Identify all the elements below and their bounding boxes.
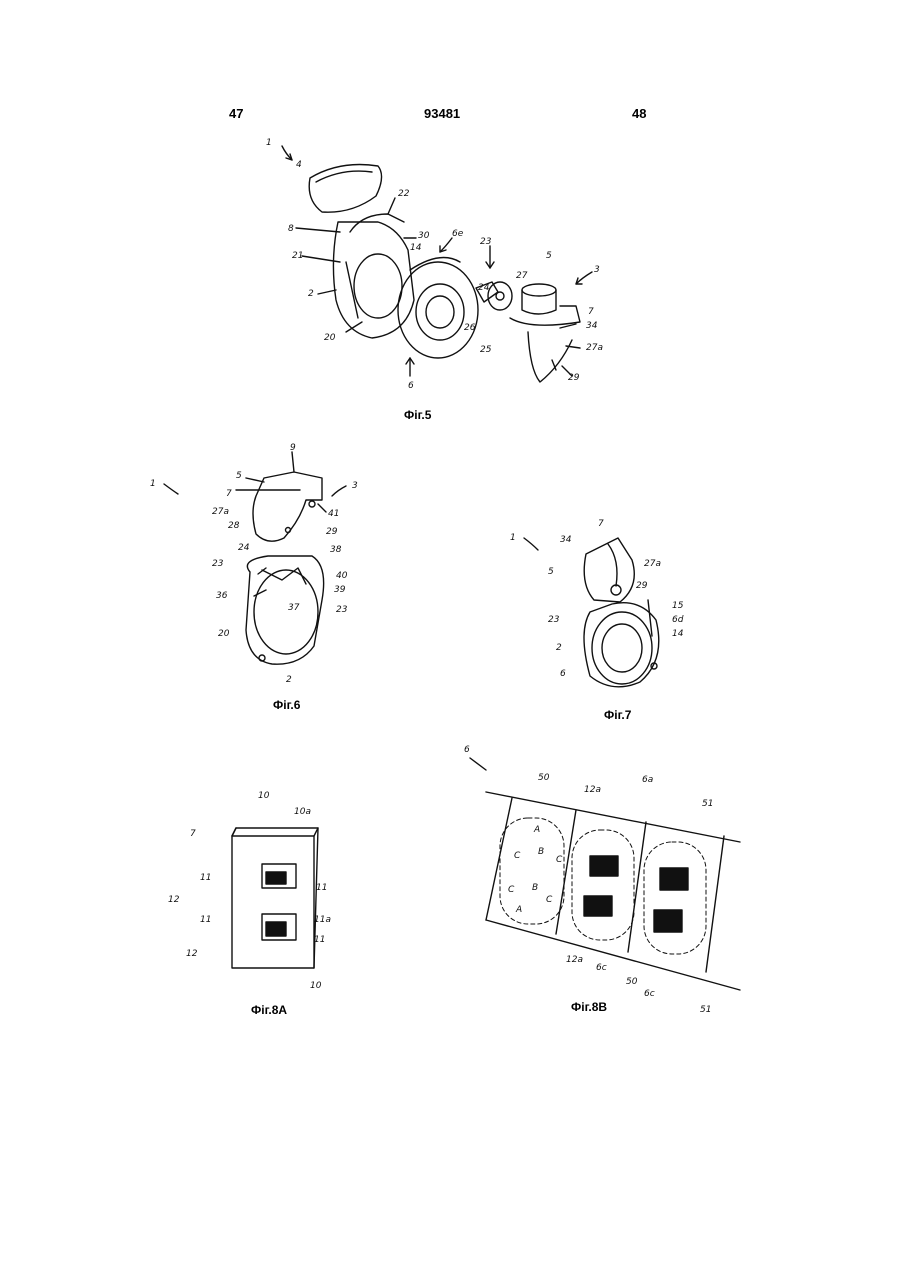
figure-5-drawing: 1 4 22 8 30 14 6e 23 21 24 27 5 3 2 7 34… — [266, 138, 603, 391]
svg-text:2: 2 — [556, 643, 562, 653]
svg-text:9: 9 — [290, 443, 296, 453]
svg-text:40: 40 — [336, 571, 348, 581]
svg-text:B: B — [532, 883, 538, 893]
svg-text:6c: 6c — [596, 963, 607, 973]
svg-text:25: 25 — [480, 345, 492, 355]
svg-text:36: 36 — [216, 591, 228, 601]
svg-text:7: 7 — [190, 829, 196, 839]
svg-text:27a: 27a — [644, 559, 661, 569]
svg-text:2: 2 — [286, 675, 292, 685]
svg-text:C: C — [514, 851, 521, 861]
svg-text:24: 24 — [478, 283, 490, 293]
svg-text:24: 24 — [238, 543, 250, 553]
svg-text:23: 23 — [548, 615, 560, 625]
svg-text:14: 14 — [672, 629, 684, 639]
svg-text:4: 4 — [296, 160, 302, 170]
svg-text:1: 1 — [510, 533, 516, 543]
svg-text:11: 11 — [200, 915, 211, 925]
svg-text:3: 3 — [594, 265, 600, 275]
svg-text:3: 3 — [352, 481, 358, 491]
svg-text:20: 20 — [324, 333, 336, 343]
svg-text:5: 5 — [546, 251, 552, 261]
svg-text:20: 20 — [218, 629, 230, 639]
svg-text:29: 29 — [326, 527, 338, 537]
svg-text:C: C — [556, 855, 563, 865]
svg-text:C: C — [546, 895, 553, 905]
svg-text:6a: 6a — [642, 775, 653, 785]
svg-text:11: 11 — [316, 883, 327, 893]
svg-text:5: 5 — [236, 471, 242, 481]
svg-text:29: 29 — [568, 373, 580, 383]
svg-text:12: 12 — [186, 949, 198, 959]
svg-text:5: 5 — [548, 567, 554, 577]
svg-text:30: 30 — [418, 231, 430, 241]
svg-text:34: 34 — [586, 321, 598, 331]
svg-text:38: 38 — [330, 545, 342, 555]
svg-text:34: 34 — [560, 535, 572, 545]
svg-text:12a: 12a — [566, 955, 583, 965]
svg-text:27a: 27a — [586, 343, 603, 353]
svg-text:7: 7 — [226, 489, 232, 499]
svg-text:51: 51 — [700, 1005, 711, 1015]
svg-text:14: 14 — [410, 243, 422, 253]
svg-text:21: 21 — [292, 251, 303, 261]
svg-text:15: 15 — [672, 601, 684, 611]
svg-text:1: 1 — [150, 479, 156, 489]
svg-text:23: 23 — [480, 237, 492, 247]
svg-text:6e: 6e — [452, 229, 464, 239]
figure-5-caption: Фіг.5 — [404, 408, 431, 422]
svg-text:26: 26 — [464, 323, 476, 333]
figure-8b-drawing: 6 50 12a 6a 51 A C B C C B C A 12a 6c 50… — [464, 745, 740, 1015]
svg-text:6c: 6c — [644, 989, 655, 999]
svg-text:6: 6 — [408, 381, 414, 391]
svg-text:12: 12 — [168, 895, 180, 905]
svg-text:2: 2 — [308, 289, 314, 299]
svg-text:23: 23 — [212, 559, 224, 569]
figure-8b-caption: Фіг.8B — [571, 1000, 607, 1014]
svg-text:11: 11 — [200, 873, 211, 883]
svg-text:A: A — [533, 825, 540, 835]
svg-text:50: 50 — [626, 977, 638, 987]
svg-text:41: 41 — [328, 509, 339, 519]
svg-text:39: 39 — [334, 585, 346, 595]
svg-text:37: 37 — [288, 603, 300, 613]
svg-text:6: 6 — [464, 745, 470, 755]
svg-text:8: 8 — [288, 224, 294, 234]
svg-text:28: 28 — [228, 521, 240, 531]
figure-6-caption: Фіг.6 — [273, 698, 300, 712]
svg-text:27a: 27a — [212, 507, 229, 517]
svg-text:22: 22 — [398, 189, 410, 199]
svg-text:1: 1 — [266, 138, 272, 148]
svg-text:10: 10 — [258, 791, 270, 801]
svg-text:6: 6 — [560, 669, 566, 679]
svg-text:50: 50 — [538, 773, 550, 783]
svg-text:11a: 11a — [314, 915, 331, 925]
figure-6-drawing: 9 1 5 3 7 41 27a 28 29 38 24 23 40 36 39… — [150, 443, 358, 685]
svg-text:11: 11 — [314, 935, 325, 945]
svg-text:29: 29 — [636, 581, 648, 591]
svg-text:51: 51 — [702, 799, 713, 809]
svg-text:27: 27 — [516, 271, 528, 281]
svg-text:6d: 6d — [672, 615, 684, 625]
svg-text:10a: 10a — [294, 807, 311, 817]
figure-7-caption: Фіг.7 — [604, 708, 631, 722]
figure-7-drawing: 7 1 34 27a 5 29 15 23 6d 14 2 6 — [510, 519, 684, 687]
svg-text:B: B — [538, 847, 544, 857]
svg-text:12a: 12a — [584, 785, 601, 795]
figure-8a-drawing: 10 10a 7 11 11 12 11 11a 11 12 10 — [168, 791, 331, 991]
figure-8a-caption: Фіг.8A — [251, 1003, 287, 1017]
svg-text:A: A — [515, 905, 522, 915]
svg-text:C: C — [508, 885, 515, 895]
svg-text:23: 23 — [336, 605, 348, 615]
svg-text:7: 7 — [588, 307, 594, 317]
svg-text:10: 10 — [310, 981, 322, 991]
svg-text:7: 7 — [598, 519, 604, 529]
